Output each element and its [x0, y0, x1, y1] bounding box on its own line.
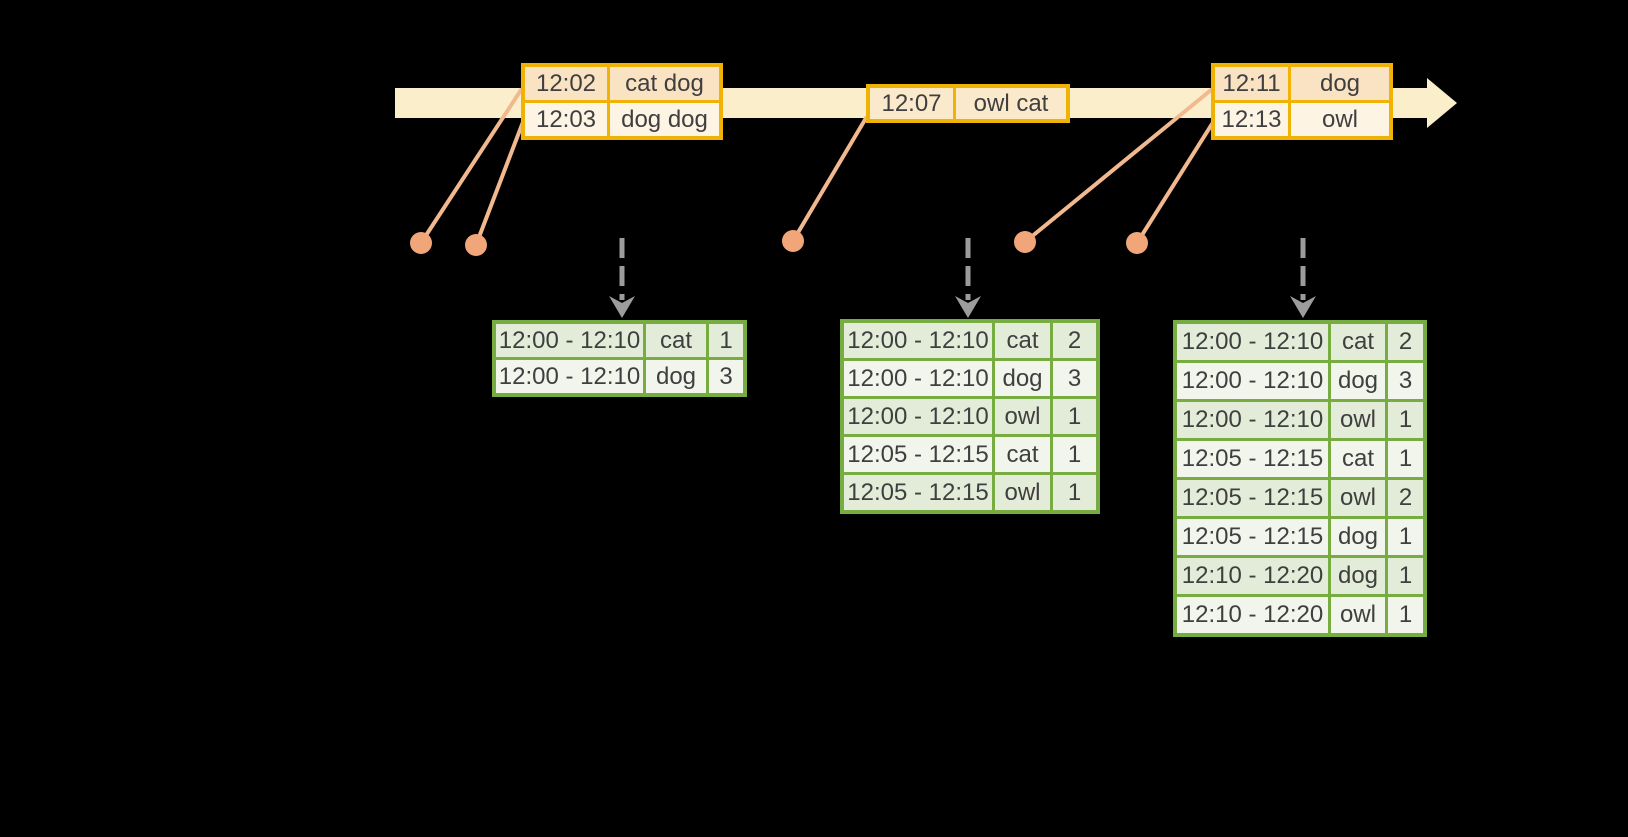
window-cell: 12:00 - 12:10 [844, 361, 992, 396]
connector-line [419, 88, 523, 245]
word-cell: owl [1331, 597, 1385, 633]
event-time-cell: 12:11 [1215, 67, 1288, 100]
event-dot [465, 234, 487, 256]
event-table-batch-2: 12:07 owl cat [866, 84, 1070, 123]
window-cell: 12:00 - 12:10 [496, 324, 643, 357]
event-words-cell: dog dog [610, 103, 719, 136]
count-cell: 1 [1388, 558, 1423, 594]
count-cell: 3 [709, 360, 743, 393]
connector-line [1023, 88, 1213, 244]
count-cell: 1 [1388, 519, 1423, 555]
word-cell: owl [995, 475, 1050, 510]
count-cell: 1 [1053, 437, 1096, 472]
word-cell: dog [1331, 558, 1385, 594]
count-cell: 1 [1388, 597, 1423, 633]
window-cell: 12:00 - 12:10 [1177, 363, 1328, 399]
window-cell: 12:05 - 12:15 [844, 437, 992, 472]
word-cell: dog [646, 360, 706, 393]
event-dot [1014, 231, 1036, 253]
word-cell: dog [1331, 519, 1385, 555]
window-cell: 12:00 - 12:10 [1177, 402, 1328, 438]
count-cell: 3 [1388, 363, 1423, 399]
event-table-batch-3: 12:11 dog 12:13 owl [1211, 63, 1393, 140]
count-cell: 2 [1388, 324, 1423, 360]
event-dot [1126, 232, 1148, 254]
event-dot [782, 230, 804, 252]
timeline-arrowhead-icon [1427, 78, 1457, 128]
connector-line [791, 116, 868, 243]
word-cell: owl [995, 399, 1050, 434]
result-table-3: 12:00 - 12:10 cat 2 12:00 - 12:10 dog 3 … [1173, 320, 1427, 637]
word-cell: cat [646, 324, 706, 357]
count-cell: 1 [1388, 441, 1423, 477]
down-arrow-icon [609, 296, 635, 318]
event-time-cell: 12:03 [525, 103, 607, 136]
word-cell: cat [1331, 441, 1385, 477]
window-cell: 12:00 - 12:10 [496, 360, 643, 393]
event-table-batch-1: 12:02 cat dog 12:03 dog dog [521, 63, 723, 140]
event-time-cell: 12:02 [525, 67, 607, 100]
event-time-cell: 12:13 [1215, 103, 1288, 136]
window-cell: 12:00 - 12:10 [844, 323, 992, 358]
count-cell: 2 [1053, 323, 1096, 358]
down-arrow-icon [1290, 296, 1316, 318]
event-words-cell: cat dog [610, 67, 719, 100]
count-cell: 2 [1388, 480, 1423, 516]
word-cell: cat [1331, 324, 1385, 360]
word-cell: owl [1331, 402, 1385, 438]
window-cell: 12:05 - 12:15 [1177, 480, 1328, 516]
window-cell: 12:05 - 12:15 [1177, 519, 1328, 555]
window-cell: 12:10 - 12:20 [1177, 558, 1328, 594]
count-cell: 1 [709, 324, 743, 357]
connector-line [1135, 122, 1214, 245]
count-cell: 1 [1053, 399, 1096, 434]
count-cell: 1 [1053, 475, 1096, 510]
event-words-cell: owl [1291, 103, 1389, 136]
down-arrow-icon [955, 296, 981, 318]
count-cell: 3 [1053, 361, 1096, 396]
word-cell: cat [995, 323, 1050, 358]
result-table-1: 12:00 - 12:10 cat 1 12:00 - 12:10 dog 3 [492, 320, 747, 397]
word-cell: owl [1331, 480, 1385, 516]
event-words-cell: dog [1291, 67, 1389, 100]
word-cell: dog [1331, 363, 1385, 399]
connector-line [474, 120, 525, 247]
word-cell: dog [995, 361, 1050, 396]
window-cell: 12:00 - 12:10 [1177, 324, 1328, 360]
event-words-cell: owl cat [956, 88, 1066, 119]
event-dot [410, 232, 432, 254]
word-cell: cat [995, 437, 1050, 472]
window-cell: 12:00 - 12:10 [844, 399, 992, 434]
result-table-2: 12:00 - 12:10 cat 2 12:00 - 12:10 dog 3 … [840, 319, 1100, 514]
window-cell: 12:05 - 12:15 [1177, 441, 1328, 477]
window-cell: 12:10 - 12:20 [1177, 597, 1328, 633]
count-cell: 1 [1388, 402, 1423, 438]
window-cell: 12:05 - 12:15 [844, 475, 992, 510]
event-time-cell: 12:07 [870, 88, 953, 119]
